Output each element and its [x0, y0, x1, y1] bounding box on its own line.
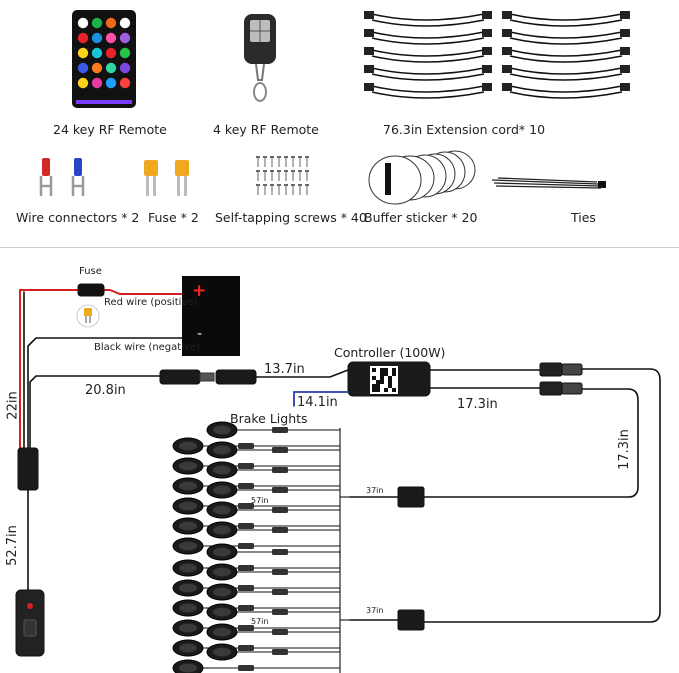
fuse-label: Fuse * 2 [148, 210, 199, 225]
section-divider [0, 247, 679, 248]
buffer-label: Buffer sticker * 20 [364, 210, 478, 225]
remote24-illustration [72, 10, 136, 108]
len-37b-label: 37in [366, 606, 384, 615]
screws-illustration [256, 156, 309, 195]
len-22-label: 22in [5, 391, 21, 420]
screws-label: Self-tapping screws * 40 [215, 210, 367, 225]
remote24-label: 24 key RF Remote [53, 122, 167, 137]
extension-cords-illustration [364, 11, 630, 99]
extension-label: 76.3in Extension cord* 10 [383, 122, 546, 137]
len-173a-label: 17.3in [457, 397, 498, 412]
wire-connectors-label: Wire connectors * 2 [16, 210, 140, 225]
red-wire-label: Red wire (positive) [104, 297, 198, 308]
rock-light-pods [172, 421, 350, 673]
brake-lights-label: Brake Lights [230, 411, 308, 426]
fuse-wiring-label: Fuse [79, 266, 102, 277]
black-wire-label: Black wire (negative) [94, 342, 200, 353]
len-137-label: 13.7in [264, 362, 305, 377]
wire-connectors-illustration [39, 158, 85, 196]
battery-illustration [182, 276, 240, 356]
len-173b-label: 17.3in [616, 429, 632, 470]
wiring-diagram [15, 283, 661, 657]
fuses-illustration [144, 160, 189, 196]
battery-minus: - [197, 326, 203, 342]
battery-plus: + [192, 281, 207, 301]
len-57a-label: 57in [251, 496, 269, 505]
remote4-illustration [244, 14, 276, 102]
buffer-stickers-illustration [368, 150, 476, 205]
len-52-label: 52.7in [4, 525, 20, 566]
ties-illustration [491, 177, 606, 189]
remote4-label: 4 key RF Remote [213, 122, 319, 137]
controller-label: Controller (100W) [334, 345, 446, 360]
len-141-label: 14.1in [297, 395, 338, 410]
len-57b-label: 57in [251, 617, 269, 626]
len-37a-label: 37in [366, 486, 384, 495]
ties-label: Ties [571, 210, 596, 225]
len-208-label: 20.8in [85, 383, 126, 398]
fuse-icon [76, 304, 100, 328]
